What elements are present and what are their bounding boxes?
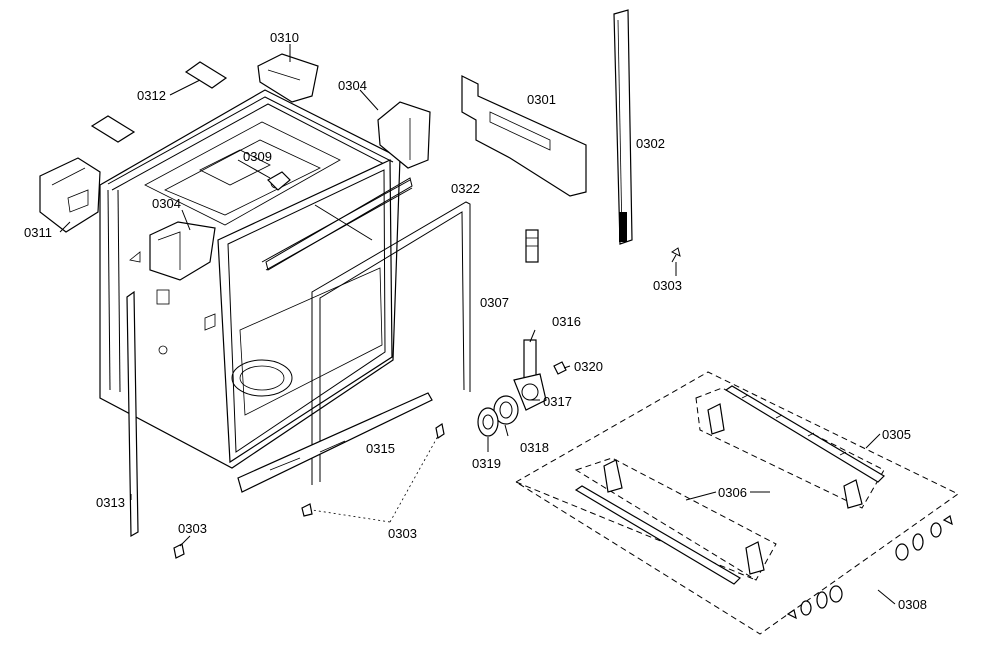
label-0310: 0310 xyxy=(270,30,299,45)
side-strip-0313 xyxy=(126,290,139,538)
bottom-strip-0315 xyxy=(237,392,433,493)
label-0303-center: 0303 xyxy=(388,526,417,541)
label-0316: 0316 xyxy=(552,314,581,329)
top-rail-0322 xyxy=(265,177,413,271)
label-0319: 0319 xyxy=(472,456,501,471)
part-labels: 0310 0312 0304 0301 0302 0309 0322 0304 … xyxy=(24,30,927,612)
connector-0310 xyxy=(257,53,319,103)
bracket-0304-left xyxy=(149,221,216,281)
label-0302: 0302 xyxy=(636,136,665,151)
label-0304-left: 0304 xyxy=(152,196,181,211)
brackets-0312 xyxy=(90,61,228,143)
label-0301: 0301 xyxy=(527,92,556,107)
label-0313: 0313 xyxy=(96,495,125,510)
base-frame xyxy=(515,371,959,635)
vertical-strip-0302 xyxy=(613,9,633,245)
clip-0309 xyxy=(267,171,291,191)
label-0312: 0312 xyxy=(137,88,166,103)
label-0308: 0308 xyxy=(898,597,927,612)
bracket-0304-right xyxy=(377,101,431,169)
spacer-part xyxy=(525,229,539,263)
label-0306: 0306 xyxy=(718,485,747,500)
feet-0308 xyxy=(786,515,953,620)
screw-0303-right xyxy=(671,247,681,263)
leader-lines xyxy=(59,44,896,605)
rings-0318-0319 xyxy=(477,395,519,437)
pipe-assembly-0316-0317 xyxy=(513,339,547,411)
label-0305: 0305 xyxy=(882,427,911,442)
screw-0303-left xyxy=(173,543,185,559)
door-gasket-0307 xyxy=(311,201,471,485)
bracket-0311 xyxy=(39,157,101,233)
label-0303-left: 0303 xyxy=(178,521,207,536)
label-0307: 0307 xyxy=(480,295,509,310)
label-0317: 0317 xyxy=(543,394,572,409)
label-0304-right: 0304 xyxy=(338,78,367,93)
label-0320: 0320 xyxy=(574,359,603,374)
label-0303-right: 0303 xyxy=(653,278,682,293)
rear-panel-0301 xyxy=(461,75,587,197)
label-0309: 0309 xyxy=(243,149,272,164)
label-0315: 0315 xyxy=(366,441,395,456)
label-0311: 0311 xyxy=(24,225,52,240)
tub-assembly xyxy=(99,89,413,469)
label-0318: 0318 xyxy=(520,440,549,455)
rail-0306 xyxy=(574,459,765,585)
rail-0305 xyxy=(707,385,885,509)
label-0322: 0322 xyxy=(451,181,480,196)
screw-0320 xyxy=(553,361,567,375)
screw-0303-center xyxy=(301,423,445,517)
